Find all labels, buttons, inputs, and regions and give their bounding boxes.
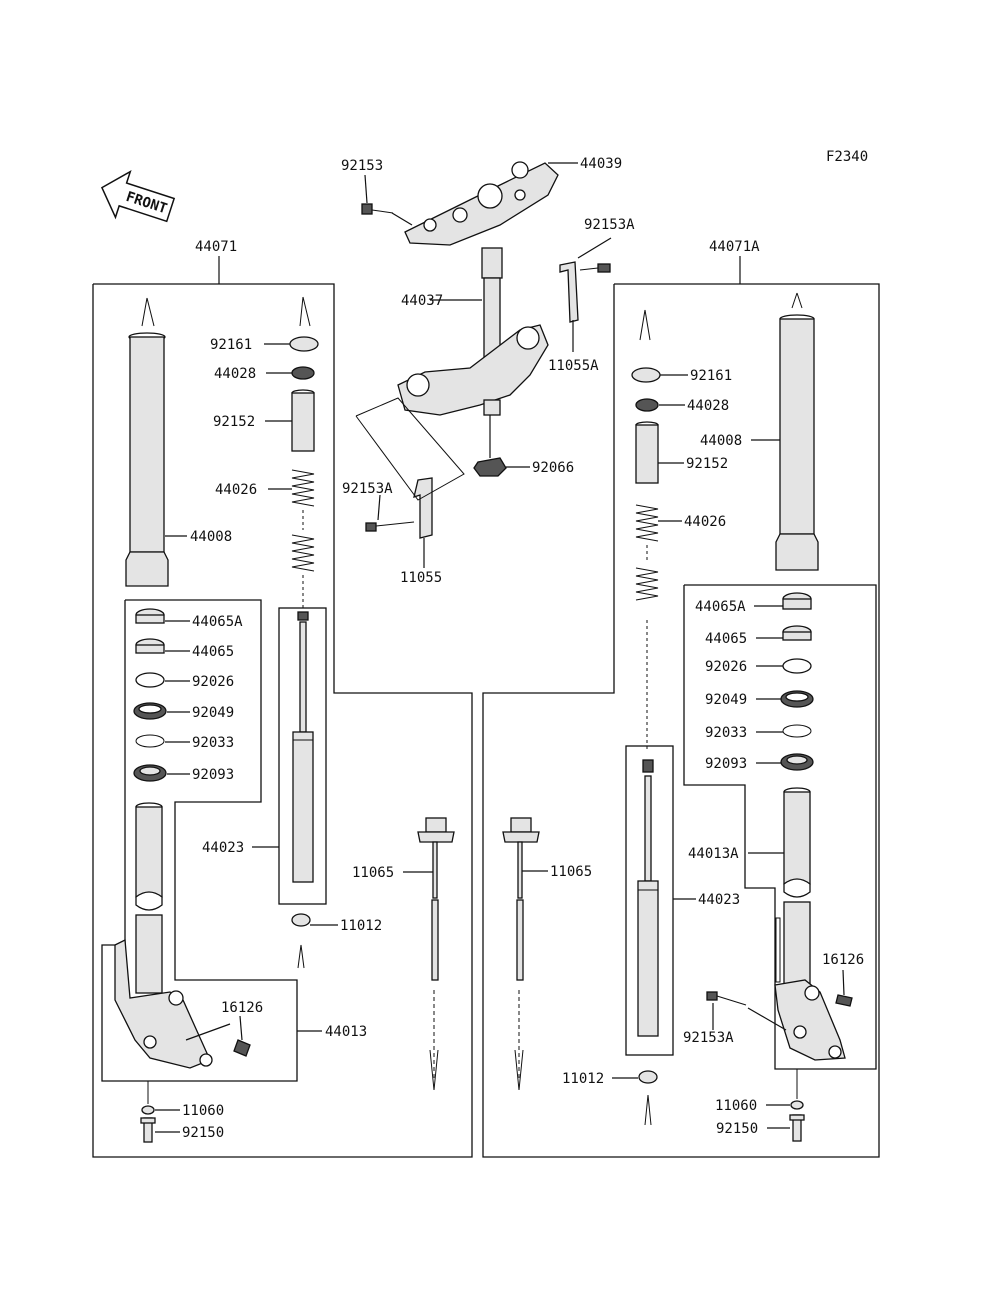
label-11055A: 11055A [548, 358, 599, 374]
bolt-16126-right [835, 994, 853, 1007]
bushing-44028-right [635, 398, 659, 412]
cartridge-11065-left [417, 817, 455, 1091]
bracket-11055 [365, 477, 433, 539]
label-right-16126: 16126 [822, 952, 864, 968]
label-right-92150: 92150 [716, 1121, 758, 1137]
label-right-44065A: 44065A [695, 599, 746, 615]
damper-rod-44023-right [637, 759, 659, 1037]
group-box-44071A [482, 283, 880, 1158]
cartridge-11065-right [502, 817, 540, 1091]
dust-seal-92093-right [780, 753, 814, 771]
washer-92026-left [135, 672, 165, 688]
spacer-92152-left [291, 389, 315, 452]
label-left-44008: 44008 [190, 529, 232, 545]
label-right-92033: 92033 [705, 725, 747, 741]
label-right-44013A: 44013A [688, 846, 739, 862]
label-92066: 92066 [532, 460, 574, 476]
label-left-16126: 16126 [221, 1000, 263, 1016]
nut-92066 [473, 457, 507, 477]
label-center-11065-right: 11065 [550, 864, 592, 880]
label-right-44008: 44008 [700, 433, 742, 449]
group-box-44071 [92, 283, 473, 1158]
front-arrow-icon: FRONT [100, 170, 176, 223]
subbox-right-seals [683, 584, 877, 1070]
label-92153-top: 92153 [341, 158, 383, 174]
label-right-11012: 11012 [562, 1071, 604, 1087]
axle-bolt-92150-right [789, 1114, 805, 1142]
damper-rod-44023-left [292, 611, 314, 883]
bushing-44028-left [291, 366, 315, 380]
label-left-44023: 44023 [202, 840, 244, 856]
label-center-11065-left: 11065 [352, 865, 394, 881]
oil-seal-92049-right [780, 690, 814, 708]
bolt-92153-top [361, 203, 394, 215]
label-44071: 44071 [195, 239, 237, 255]
washer-11060-right [790, 1100, 804, 1110]
label-left-92049: 92049 [192, 705, 234, 721]
figure-code: F2340 [826, 149, 868, 165]
collar-11012-right [638, 1070, 658, 1126]
label-right-92153A: 92153A [683, 1030, 734, 1046]
inner-tube-44013A-right [774, 787, 846, 1061]
label-left-44065A: 44065A [192, 614, 243, 630]
spacer-92152-right [635, 421, 659, 484]
label-left-44026: 44026 [215, 482, 257, 498]
label-left-44013: 44013 [325, 1024, 367, 1040]
label-left-92093: 92093 [192, 767, 234, 783]
bolt-16126-left [233, 1039, 251, 1057]
inner-tube-44013-left [114, 802, 213, 1069]
collar-11012-left [291, 913, 311, 969]
outer-tube-44008-right [775, 292, 819, 571]
label-left-44065: 44065 [192, 644, 234, 660]
label-right-44065: 44065 [705, 631, 747, 647]
label-92153A-mid: 92153A [342, 481, 393, 497]
label-right-44023: 44023 [698, 892, 740, 908]
oil-seal-92049-left [133, 702, 167, 720]
seal-44065A-right [782, 592, 812, 610]
label-right-92161: 92161 [690, 368, 732, 384]
washer-11060-left [141, 1105, 155, 1115]
label-left-92150: 92150 [182, 1125, 224, 1141]
label-right-92049: 92049 [705, 692, 747, 708]
cap-92161-right [631, 309, 661, 383]
label-right-44028: 44028 [687, 398, 729, 414]
label-left-92026: 92026 [192, 674, 234, 690]
label-left-11060: 11060 [182, 1103, 224, 1119]
label-left-11012: 11012 [340, 918, 382, 934]
label-44039: 44039 [580, 156, 622, 172]
label-right-11060: 11060 [715, 1098, 757, 1114]
spring-44026-left [291, 469, 315, 610]
seal-44065-right [782, 625, 812, 641]
label-left-92033: 92033 [192, 735, 234, 751]
steering-stem-44037 [397, 247, 549, 416]
spring-44026-right [635, 504, 659, 750]
outer-tube-44008-left [125, 297, 169, 587]
label-left-44028: 44028 [214, 366, 256, 382]
seal-44065-left [135, 638, 165, 654]
bolt-92153A-right [706, 991, 747, 1006]
axle-bolt-92150-left [140, 1117, 156, 1143]
cap-92161-left [289, 296, 319, 352]
label-92153A-top: 92153A [584, 217, 635, 233]
label-44037: 44037 [401, 293, 443, 309]
clip-92033-left [135, 734, 165, 748]
label-right-92026: 92026 [705, 659, 747, 675]
label-left-92152: 92152 [213, 414, 255, 430]
upper-bracket-44039 [404, 161, 559, 246]
dust-seal-92093-left [133, 764, 167, 782]
washer-92026-right [782, 658, 812, 674]
subbox-left-seals [101, 599, 298, 1082]
label-right-44026: 44026 [684, 514, 726, 530]
seal-44065A-left [135, 608, 165, 624]
subbox-right-44023 [625, 745, 674, 1056]
label-right-92152: 92152 [686, 456, 728, 472]
bracket-11055A [559, 261, 611, 323]
clip-92033-right [782, 724, 812, 738]
label-44071A: 44071A [709, 239, 760, 255]
label-left-92161: 92161 [210, 337, 252, 353]
label-11055: 11055 [400, 570, 442, 586]
label-right-92093: 92093 [705, 756, 747, 772]
